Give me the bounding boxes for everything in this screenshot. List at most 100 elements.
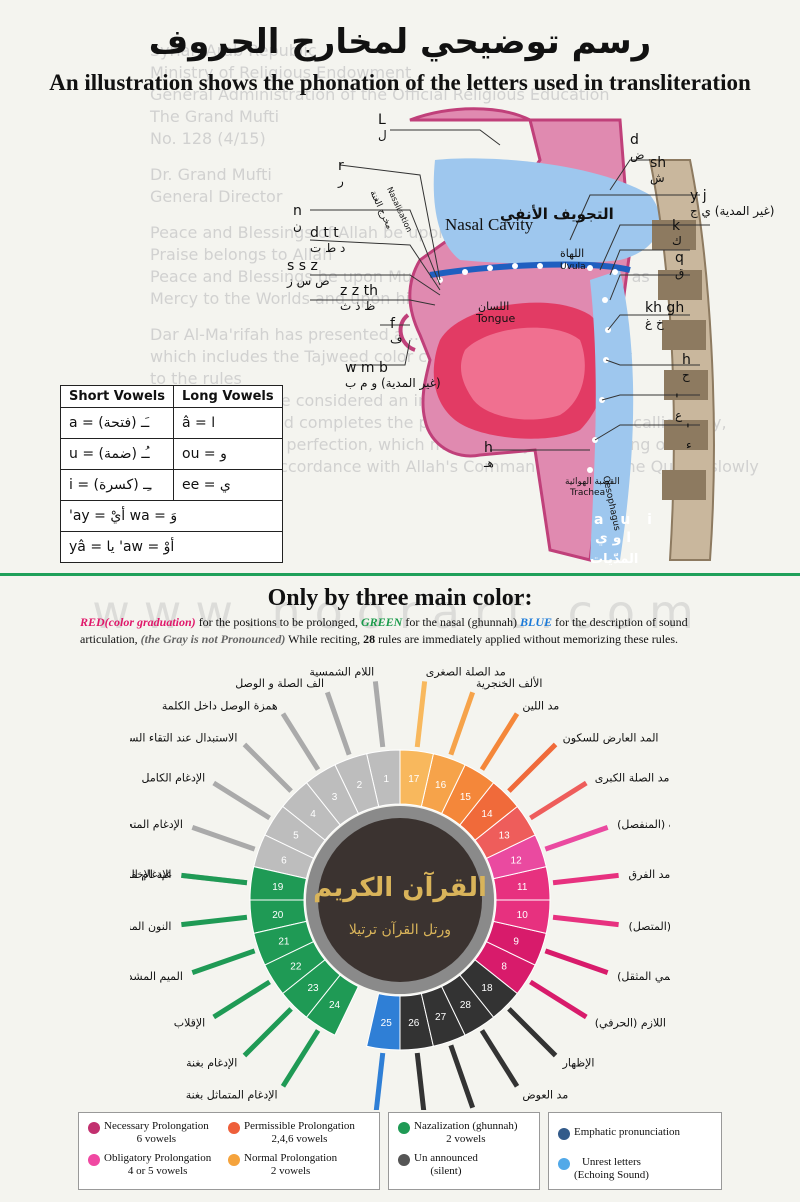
segment-spoke [414,1052,427,1110]
legend-label: Necessary Prolongation [104,1120,209,1132]
legend-sublabel: (silent) [430,1165,462,1177]
count-desc: rules are immediately applied without me… [375,632,679,646]
vowel-cell: a = ـَـ (فتحة) [59,407,175,439]
legend-sublabel: 2,4,6 vowels [271,1133,328,1145]
articulation-arabic: ق [675,266,685,280]
wheel-segment [264,940,326,995]
segment-spoke [373,1052,386,1110]
segment-spoke [479,1029,520,1088]
wheel-segment [334,753,380,815]
articulation-latin: r [338,158,344,174]
articulation-arabic: ف [390,332,403,346]
vowel-cell: u = ـُـ (ضمة) [59,438,175,470]
background-line: to the rules [150,369,242,388]
articulation-latin: L [378,112,386,128]
green-label: GREEN [361,615,403,629]
articulation-arabic: ر [338,174,344,188]
segment-number: 14 [481,809,493,820]
segment-label: المد الواجب (المنفصل) [617,818,670,831]
center-title: القرآن الكريم [313,871,487,903]
wheel-segment [485,920,547,966]
legend-text: Emphatic pronunciation [574,1126,680,1139]
segment-number: 28 [460,1000,472,1011]
legend-sublabel: 2 vowels [446,1133,486,1145]
articulation-latin: kh gh [645,300,685,316]
green-desc: for the nasal (ghunnah) [402,615,520,629]
vowel-cell: 'ay = أيْ wa = وَ [60,500,283,532]
segment-spoke [552,914,619,928]
vertebra [662,320,706,350]
wheel-segment [420,985,466,1047]
segment-number: 3 [332,792,338,803]
segment-number: 9 [513,937,519,948]
segment-number: 19 [272,882,284,893]
segment-number: 1 [383,774,389,785]
vowel-cell: i = ـِـ (كسرة) [59,469,175,501]
madd-ar-letters: ا و ي [595,530,632,546]
colors-title: Only by three main color: [267,585,533,611]
articulation-arabic: ظ ذ ث [340,299,376,313]
segment-spoke [212,979,271,1020]
legend-swatch [398,1122,410,1134]
segment-spoke [212,780,271,821]
trachea-en: Trachea [570,488,606,498]
vowel-cell: ee = ي [173,469,283,501]
segment-label: مد العوض [522,1089,568,1102]
segment-spoke [448,691,476,756]
center-subtitle: ورتل القرآن ترتيلا [349,921,451,938]
segment-spoke [372,681,386,748]
background-line: Ministry of Religious Endowment [150,63,412,82]
articulation-arabic: هـ [484,456,494,470]
legend-label: Obligatory Prolongation [104,1152,212,1164]
segment-label: الإدغام المتجانس [130,818,183,831]
wheel-segment [459,782,518,841]
segment-number: 11 [517,882,528,893]
articulation-arabic: ص س ز [287,274,330,288]
anatomy-diagram [309,107,715,562]
segment-spoke [280,712,321,771]
gray-desc: While reciting, [285,632,364,646]
segment-label: النون المشددة [130,920,171,933]
articulation-latin: sh [650,155,667,171]
segment-label: مد الصلة الكبرى [595,772,670,785]
wheel-segment [253,920,315,966]
legend-label: Emphatic pronunciation [574,1126,680,1138]
legend-label: Normal Prolongation [244,1152,338,1164]
legend-text: Un announced(silent) [414,1152,478,1178]
segment-label: الإدغام المتقارب [130,868,171,881]
articulation-arabic: ض [630,148,645,162]
segment-spoke [507,1007,558,1058]
legend-text: Nazalization (ghunnah)2 vowels [414,1120,518,1146]
legend-label: Un announced [414,1152,478,1164]
legend-swatch [228,1154,240,1166]
vowel-cell: â = ا [173,407,283,439]
segment-label: مد اللين [522,699,559,712]
segment-spoke [280,1029,321,1088]
segment-spoke [529,979,588,1020]
segment-label: الميم المشددة [130,970,183,983]
wheel-segment [305,974,360,1036]
articulation-latin: d t t [310,225,339,241]
short-vowels-header: Short Vowels [59,385,175,408]
segment-spoke [529,780,588,821]
wheel-segment [474,805,536,860]
segment-spoke [552,872,619,886]
articulation-latin: f [390,316,395,332]
wheel-segment [282,959,341,1018]
vowel-cell: ou = و [173,438,283,470]
wheel-segment [492,866,551,901]
background-line: Praise belongs to Allah [150,245,333,264]
segment-spoke [479,712,520,771]
legend-swatch [558,1128,570,1140]
watermark: www.noorart.com [92,585,708,639]
background-line: Dr. Grand Mufti [150,165,272,184]
segment-spoke [181,914,248,928]
legend-swatch [88,1154,100,1166]
legend-swatch [88,1122,100,1134]
legend-sublabel: 2 vowels [270,1165,311,1177]
segment-number: 27 [435,1012,447,1023]
vowel-table: Short Vowels Long Vowels a = ـَـ (فتحة) … [59,385,283,563]
trachea-ar: القصبة الهوائية [565,477,620,487]
